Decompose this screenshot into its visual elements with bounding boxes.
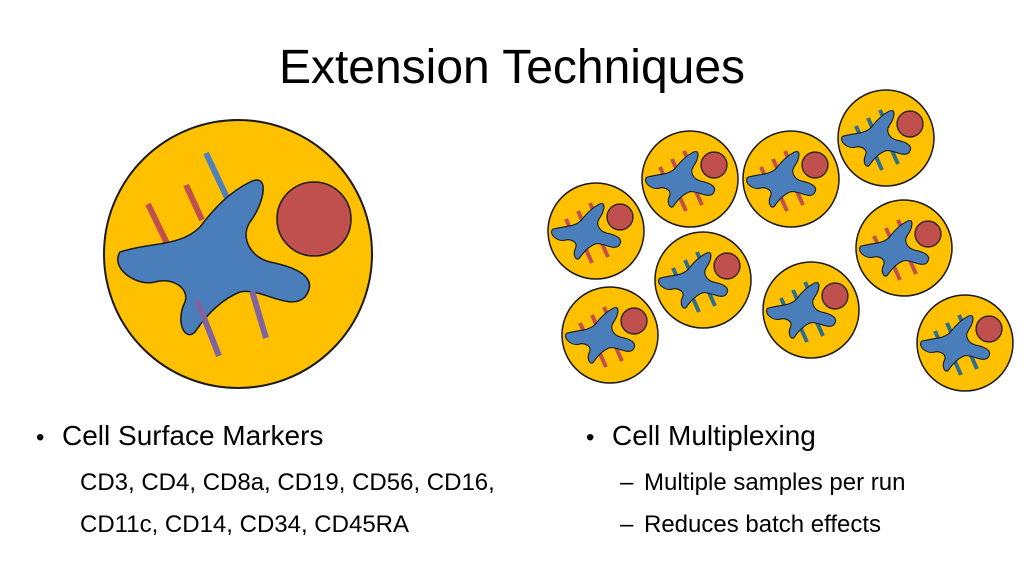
- small-cell-body: [841, 109, 912, 167]
- bullet-icon: •: [586, 424, 595, 451]
- small-nucleus: [821, 282, 849, 310]
- small-nucleus: [896, 110, 924, 138]
- marker-list-line: CD3, CD4, CD8a, CD19, CD56, CD16,: [80, 469, 495, 496]
- small-cell: [742, 130, 840, 228]
- nucleus: [276, 181, 352, 257]
- sub-bullet: –Reduces batch effects: [620, 504, 905, 546]
- surface-marker: [183, 183, 205, 222]
- small-cell-body: [746, 150, 817, 208]
- bullet-item: • Cell Multiplexing: [586, 418, 905, 456]
- cell-body: [117, 179, 311, 336]
- sub-bullet: –Multiple samples per run: [620, 462, 905, 504]
- small-nucleus: [713, 252, 741, 280]
- small-nucleus: [801, 151, 829, 179]
- small-cell: [855, 199, 953, 297]
- surface-marker: [194, 298, 222, 358]
- bullet-icon: •: [36, 424, 45, 451]
- slide-title: Extension Techniques: [278, 41, 746, 94]
- small-cell: [561, 286, 659, 384]
- small-cell: [916, 294, 1014, 392]
- small-cell-body: [645, 150, 716, 208]
- right-bullet-block: • Cell Multiplexing –Multiple samples pe…: [586, 418, 905, 546]
- small-cell-body: [920, 314, 991, 372]
- bullet-cell-surface-markers: Cell Surface Markers: [62, 420, 324, 451]
- small-nucleus: [914, 220, 942, 248]
- multiplexed-cells: [547, 89, 1014, 392]
- small-cell-body: [565, 306, 636, 364]
- small-cell-body: [658, 251, 729, 309]
- small-nucleus: [975, 315, 1003, 343]
- small-cell-body: [766, 281, 837, 339]
- small-cell-body: [859, 219, 930, 277]
- sub-bullet-text: Multiple samples per run: [644, 469, 906, 496]
- dash-icon: –: [620, 511, 634, 538]
- small-cell: [654, 231, 752, 329]
- small-cell-body: [551, 202, 622, 260]
- sub-bullet-text: Reduces batch effects: [644, 511, 882, 538]
- small-cell: [547, 182, 645, 280]
- small-nucleus: [606, 203, 634, 231]
- left-bullet-block: • Cell Surface Markers CD3, CD4, CD8a, C…: [36, 418, 495, 546]
- bullet-item: • Cell Surface Markers: [36, 418, 495, 456]
- small-nucleus: [620, 307, 648, 335]
- small-cell: [837, 89, 935, 187]
- small-cell: [762, 261, 860, 359]
- small-cell: [641, 130, 739, 228]
- marker-list-line: CD11c, CD14, CD34, CD45RA: [80, 511, 410, 538]
- dash-icon: –: [620, 469, 634, 496]
- small-nucleus: [700, 151, 728, 179]
- bullet-cell-multiplexing: Cell Multiplexing: [612, 420, 816, 451]
- large-cell: [103, 119, 373, 389]
- surface-marker: [203, 151, 232, 204]
- surface-marker: [249, 290, 269, 339]
